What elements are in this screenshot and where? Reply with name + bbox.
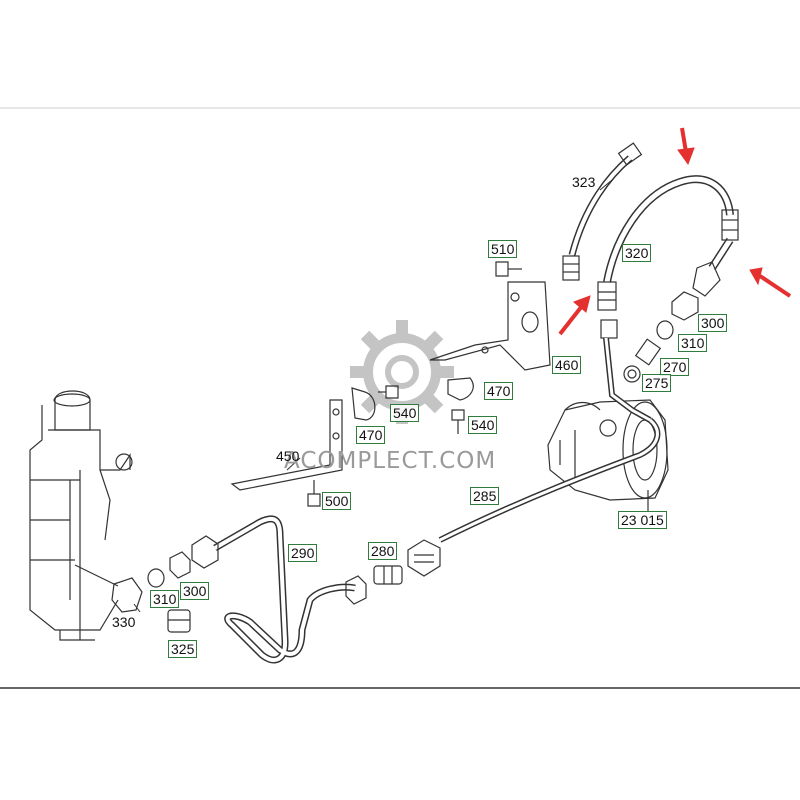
- callout-330: 330: [112, 614, 136, 630]
- callout-540-upper: 540: [390, 404, 420, 422]
- callout-310-lower: 310: [150, 590, 180, 608]
- pipe-285: [407, 417, 661, 577]
- callout-285: 285: [470, 487, 500, 505]
- callout-23015: 23 015: [618, 511, 667, 529]
- fitting-280: [373, 565, 403, 585]
- red-arrow-icon: [749, 267, 792, 298]
- callout-500: 500: [322, 492, 352, 510]
- callout-325: 325: [168, 640, 198, 658]
- callout-450: 450: [276, 448, 300, 464]
- bracket-460: [429, 281, 551, 371]
- callout-460: 460: [552, 356, 582, 374]
- clamps-470: [351, 377, 474, 421]
- bracket-450: [230, 399, 343, 491]
- steering-gear-housing: [29, 390, 133, 641]
- callout-540-lower: 540: [468, 416, 498, 434]
- red-arrow-icon: [558, 295, 591, 336]
- callout-320: 320: [622, 244, 652, 262]
- hose-323: [562, 142, 643, 281]
- pipe-290: [191, 515, 367, 664]
- callout-310-upper: 310: [678, 334, 708, 352]
- fittings-upper: [623, 291, 699, 383]
- callout-275: 275: [642, 374, 672, 392]
- watermark-text: ACOMPLECT.COM: [284, 448, 497, 474]
- callout-300-lower: 300: [180, 582, 210, 600]
- callout-470-right: 470: [484, 382, 514, 400]
- callout-323: 323: [572, 174, 596, 190]
- leader-lines: [133, 179, 613, 613]
- callout-290: 290: [288, 544, 318, 562]
- red-arrow-icon: [677, 127, 695, 166]
- fittings-lower: [111, 551, 191, 633]
- hose-320: [597, 175, 739, 311]
- callout-270: 270: [660, 358, 690, 376]
- callout-470-left: 470: [356, 426, 386, 444]
- pipe-pump-riser: [600, 319, 652, 423]
- callout-510: 510: [488, 240, 518, 258]
- callout-280: 280: [368, 542, 398, 560]
- callout-300-upper: 300: [698, 314, 728, 332]
- bolts: [307, 261, 522, 507]
